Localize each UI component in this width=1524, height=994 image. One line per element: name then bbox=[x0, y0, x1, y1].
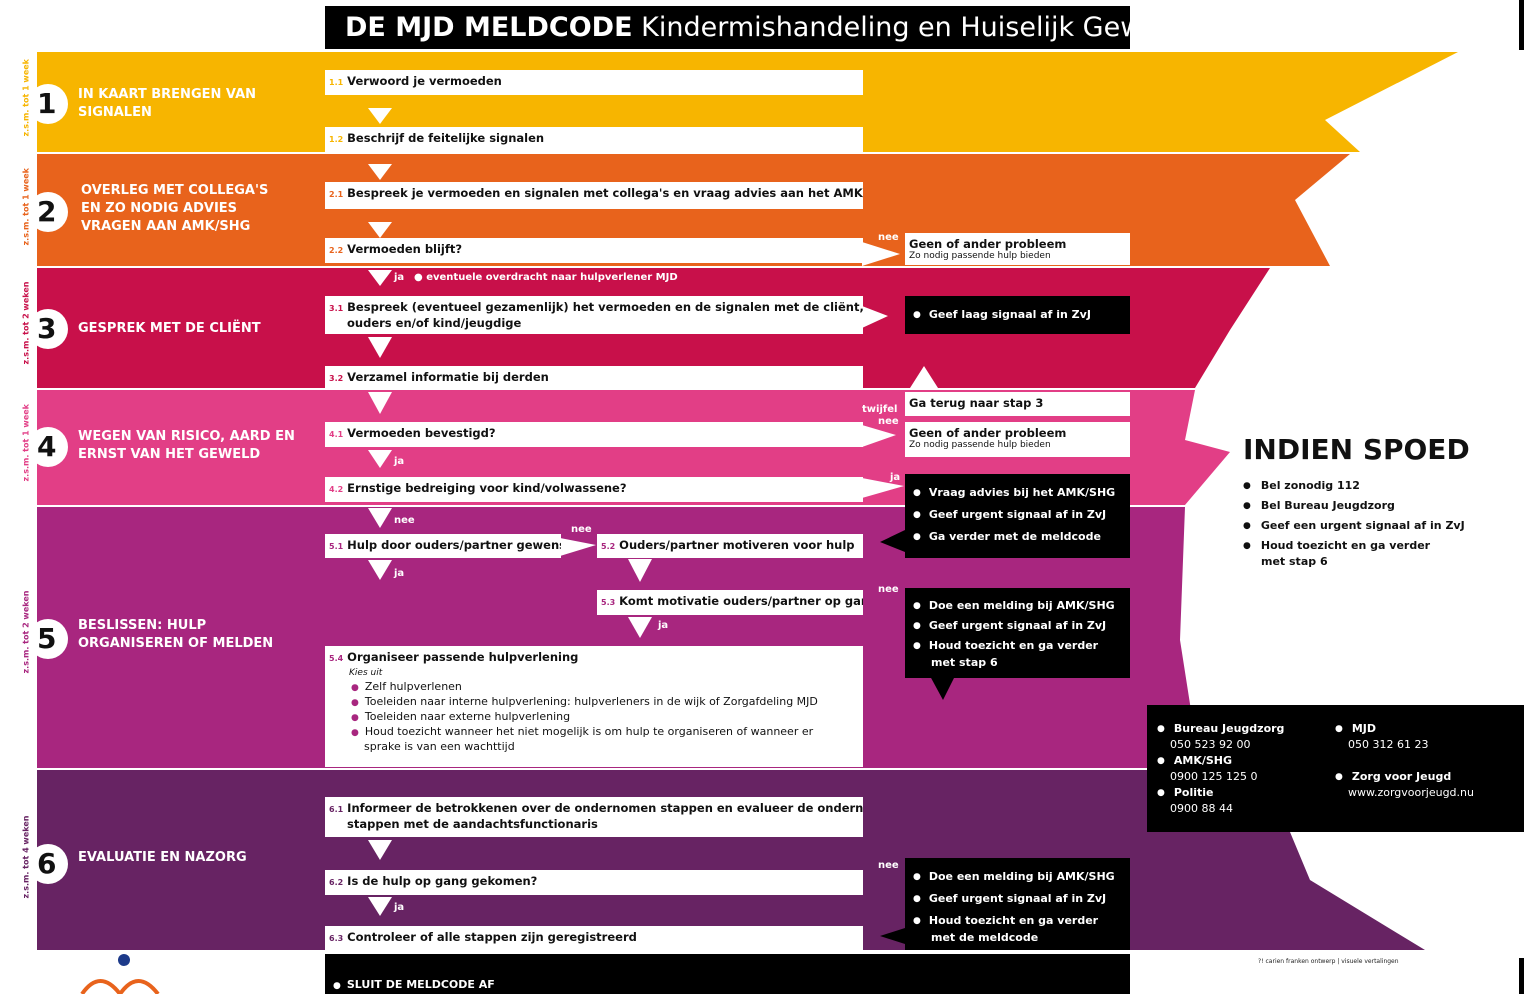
step-3-number: 3 bbox=[28, 309, 68, 349]
label-ja: ja bbox=[890, 472, 901, 483]
box-ga-terug: Ga terug naar stap 3 bbox=[905, 392, 1130, 416]
black-arrows bbox=[880, 530, 955, 944]
label-ja: ja bbox=[394, 568, 405, 579]
step-1-time: z.s.m. tot 1 week bbox=[21, 59, 31, 137]
label-nee: nee bbox=[394, 515, 415, 526]
step-6-name: EVALUATIE EN NAZORG bbox=[78, 850, 247, 865]
action-box-step-6: Doe een melding bij AMK/SHGGeef urgent s… bbox=[905, 858, 1130, 950]
step-1-number: 1 bbox=[28, 84, 68, 124]
option-item: Zelf hulpverlenen bbox=[349, 680, 859, 695]
flow-arrows bbox=[368, 108, 938, 916]
sluit-meldcode: SLUIT DE MELDCODE AF bbox=[325, 954, 1130, 994]
label-overdracht: ● eventuele overdracht naar hulpverlener… bbox=[414, 272, 678, 283]
credit: ?! carien franken ontwerp | visuele vert… bbox=[1258, 958, 1399, 965]
option-item: Houd toezicht wanneer het niet mogelijk … bbox=[349, 725, 859, 754]
step-5-number: 5 bbox=[28, 619, 68, 659]
label-nee: nee bbox=[878, 584, 899, 595]
step-4-name: WEGEN VAN RISICO, AARD EN ERNST VAN HET … bbox=[78, 429, 295, 462]
option-item: Toeleiden naar interne hulpverlening: hu… bbox=[349, 695, 859, 710]
label-nee: nee bbox=[878, 860, 899, 871]
step-2-number: 2 bbox=[28, 192, 68, 232]
label-nee: nee bbox=[878, 416, 899, 427]
label-twijfel: twijfel bbox=[862, 404, 898, 415]
label-nee: nee bbox=[571, 524, 592, 535]
action-box-step-5: Doe een melding bij AMK/SHGGeef urgent s… bbox=[905, 588, 1130, 678]
step-5-name: BESLISSEN: HULP ORGANISEREN OF MELDEN bbox=[78, 618, 274, 651]
step-4-number: 4 bbox=[28, 427, 68, 467]
label-nee: nee bbox=[878, 232, 899, 243]
mjd-logo bbox=[80, 954, 160, 994]
step-5-time: z.s.m. tot 2 weken bbox=[21, 590, 31, 674]
action-box-step-3: Geef laag signaal af in ZvJ bbox=[905, 296, 1130, 334]
label-ja: ja bbox=[658, 620, 669, 631]
label-ja: ja bbox=[394, 456, 405, 467]
edge-mark-top bbox=[1519, 0, 1524, 50]
action-box-step-4: Vraag advies bij het AMK/SHGGeef urgent … bbox=[905, 474, 1130, 558]
spoed-title: INDIEN SPOED bbox=[1243, 433, 1470, 466]
step-3-name: GESPREK MET DE CLIËNT bbox=[78, 321, 261, 336]
step-4-time: z.s.m. tot 1 week bbox=[21, 404, 31, 482]
page-title: DE MJD MELDCODE Kindermishandeling en Hu… bbox=[325, 6, 1130, 49]
step-6-time: z.s.m. tot 4 weken bbox=[21, 815, 31, 899]
label-ja: ja bbox=[394, 902, 405, 913]
edge-mark-bottom bbox=[1519, 958, 1524, 994]
spoed-list: Bel zonodig 112 Bel Bureau Jeugdzorg Gee… bbox=[1243, 476, 1465, 568]
option-item: Toeleiden naar externe hulpverlening bbox=[349, 710, 859, 725]
label-ja: ja bbox=[394, 272, 405, 283]
step-3-time: z.s.m. tot 2 weken bbox=[21, 281, 31, 365]
step-2-time: z.s.m. tot 1 week bbox=[21, 168, 31, 246]
step-6-number: 6 bbox=[28, 844, 68, 884]
step-1-name: IN KAART BRENGEN VAN SIGNALEN bbox=[78, 87, 257, 120]
step-2-name: OVERLEG MET COLLEGA'S EN ZO NODIG ADVIES… bbox=[81, 183, 269, 234]
